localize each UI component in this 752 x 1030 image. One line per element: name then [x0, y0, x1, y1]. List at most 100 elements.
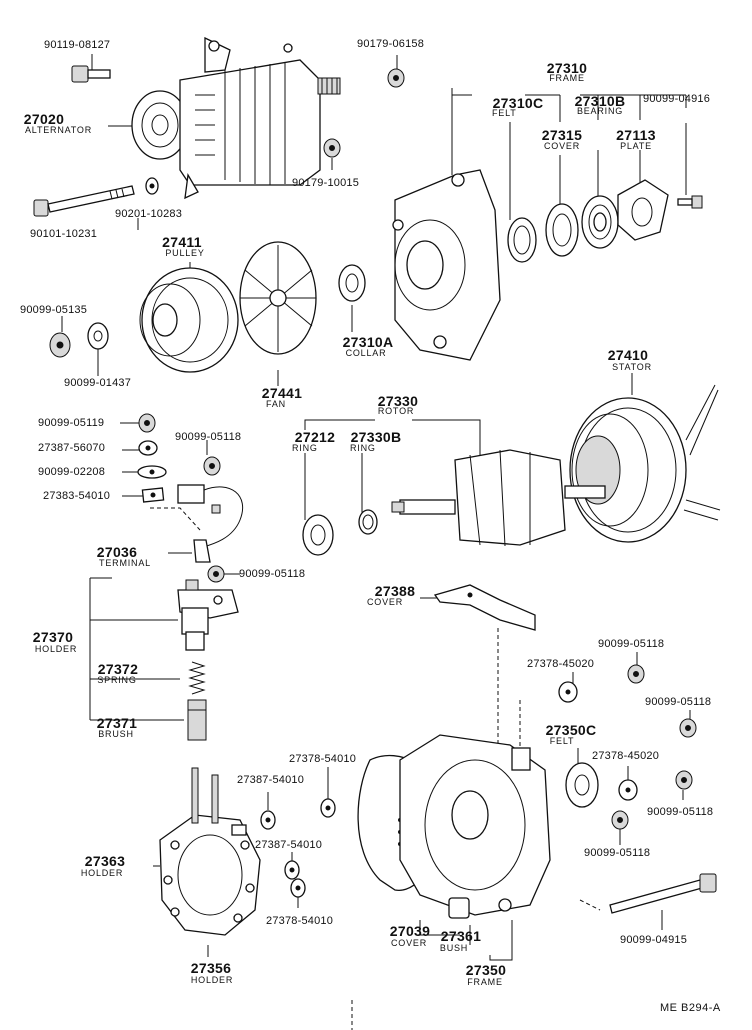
label-90099-05118-d: 90099-05118 — [645, 696, 712, 708]
label-27383-54010: 27383-54010 — [43, 490, 111, 502]
label-27212: 27212 — [294, 429, 336, 445]
label-27350c: 27350C — [545, 722, 597, 738]
collar-27310a — [338, 264, 366, 302]
label-27036: 27036 — [96, 544, 138, 560]
label-90099-02208: 90099-02208 — [38, 466, 106, 478]
label-90099-04915: 90099-04915 — [620, 934, 688, 946]
label-27020-name: ALTERNATOR — [25, 125, 93, 135]
washer-90099-02208 — [137, 465, 167, 479]
label-27212-name: RING — [292, 443, 318, 453]
label-90099-05118-a: 90099-05118 — [175, 431, 242, 443]
label-27361: 27361 — [440, 928, 482, 944]
label-90099-01437: 90099-01437 — [64, 377, 132, 389]
label-27310b-name: BEARING — [576, 106, 624, 116]
nut-90179-10015 — [323, 138, 341, 158]
bush-27387-54010-b — [284, 860, 300, 880]
label-27387-54010-a: 27387-54010 — [237, 774, 305, 786]
ring-27212 — [302, 514, 334, 556]
label-90099-05118-f: 90099-05118 — [584, 847, 651, 859]
label-27310c: 27310C — [492, 95, 544, 111]
bearing-27310b — [581, 195, 619, 249]
label-27310a-name: COLLAR — [345, 348, 387, 358]
nut-90099-05118-d — [679, 718, 697, 738]
label-27387-56070: 27387-56070 — [38, 442, 106, 454]
label-27378-54010-b: 27378-54010 — [266, 915, 334, 927]
label-27330-name: ROTOR — [377, 406, 415, 416]
label-27330: 27330 — [377, 393, 419, 409]
bush-27378-45020-a — [558, 681, 578, 703]
bush-27378-54010-b — [290, 878, 306, 898]
label-27370: 27370 — [32, 629, 74, 645]
frame-27310-drawing — [392, 169, 501, 361]
bolt-90119-08127 — [71, 65, 111, 83]
label-27315: 27315 — [541, 127, 583, 143]
label-27378-45020-a: 27378-45020 — [527, 658, 595, 670]
nut-90099-05119 — [138, 413, 156, 433]
label-27371: 27371 — [96, 715, 138, 731]
nut-90099-05135 — [49, 332, 71, 358]
nut-90099-05118-b — [207, 565, 225, 583]
felt-27310c — [507, 217, 537, 263]
label-27372: 27372 — [97, 661, 139, 677]
label-27113: 27113 — [616, 127, 656, 143]
label-27410: 27410 — [607, 347, 649, 363]
nut-90099-05118-e — [675, 770, 693, 790]
bush-27387-56070 — [138, 440, 158, 456]
cover-27315 — [545, 203, 579, 257]
label-90179-10015: 90179-10015 — [292, 177, 360, 189]
label-27310-name: FRAME — [549, 73, 585, 83]
label-90179-06158: 90179-06158 — [357, 38, 425, 50]
through-bolt-90099-04915 — [609, 873, 717, 914]
label-90099-04916: 90099-04916 — [643, 93, 711, 105]
pulley-27411 — [139, 267, 239, 373]
label-90099-05119: 90099-05119 — [38, 417, 105, 429]
label-90099-05118-b: 90099-05118 — [239, 568, 306, 580]
leader-lines — [61, 54, 691, 961]
spring-27372 — [188, 661, 206, 695]
label-27039-name: COVER — [390, 938, 428, 948]
brush-27371 — [187, 699, 207, 741]
label-27363-name: HOLDER — [80, 868, 124, 878]
plate-27383-54010 — [141, 487, 165, 503]
label-90119-08127: 90119-08127 — [44, 39, 111, 51]
label-27378-45020-b: 27378-45020 — [592, 750, 660, 762]
label-27310: 27310 — [546, 60, 588, 76]
label-27315-name: COVER — [543, 141, 581, 151]
label-27113-name: PLATE — [620, 141, 652, 151]
label-27370-name: HOLDER — [34, 644, 78, 654]
nut-90179-06158 — [387, 68, 405, 88]
label-27363: 27363 — [84, 853, 126, 869]
label-27371-name: BRUSH — [98, 729, 134, 739]
label-27330b: 27330B — [350, 429, 402, 445]
label-27356: 27356 — [190, 960, 232, 976]
label-90101-10231: 90101-10231 — [30, 228, 98, 240]
label-27310b: 27310B — [574, 93, 626, 109]
label-90099-05118-e: 90099-05118 — [647, 806, 714, 818]
washer-90099-01437 — [87, 322, 109, 350]
label-27410-name: STATOR — [612, 362, 652, 372]
label-90201-10283: 90201-10283 — [115, 208, 183, 220]
frame-27350-drawing — [399, 734, 551, 916]
label-27441: 27441 — [261, 385, 303, 401]
label-90099-05118-c: 90099-05118 — [598, 638, 665, 650]
nut-90099-05118-a — [203, 456, 221, 476]
long-bolt-90101-10231 — [33, 185, 135, 217]
label-27372-name: SPRING — [97, 675, 137, 685]
label-27361-name: BUSH — [439, 943, 469, 953]
felt-27350c — [565, 762, 599, 808]
label-27350: 27350 — [465, 962, 507, 978]
washer-90201-10283 — [145, 177, 159, 195]
plate-27113 — [617, 179, 669, 241]
bush-27387-54010-a — [260, 810, 276, 830]
bush-27361 — [448, 897, 470, 919]
label-27411: 27411 — [162, 234, 202, 250]
screw-90099-04916 — [677, 195, 703, 209]
fan-27441 — [239, 241, 317, 355]
rotor-27330 — [391, 449, 606, 547]
label-27330b-name: RING — [350, 443, 376, 453]
label-27388-name: COVER — [366, 597, 404, 607]
bush-27378-45020-b — [618, 779, 638, 801]
label-27350c-name: FELT — [549, 736, 575, 746]
